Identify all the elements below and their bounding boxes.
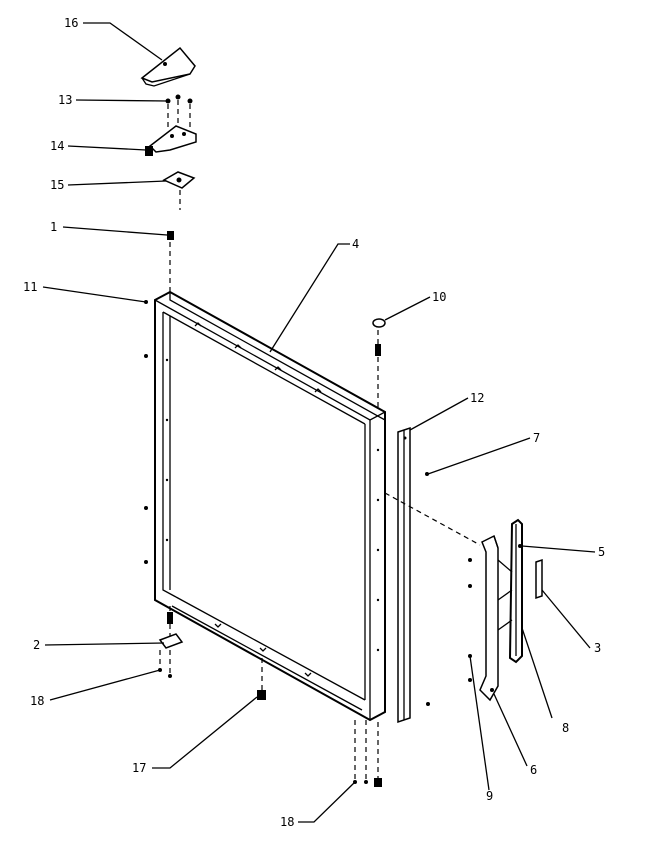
part-label-9: 9 [486, 789, 493, 803]
part-label-16: 16 [64, 16, 78, 30]
side-trim-part [397, 426, 430, 724]
hinge-cover-part [140, 46, 196, 87]
part-label-8: 8 [562, 721, 569, 735]
bottom-screws-part [353, 720, 382, 787]
lower-hinge-part [158, 606, 184, 678]
part-label-7: 7 [533, 431, 540, 445]
handle-part [468, 534, 499, 702]
handle-insert-part [497, 518, 523, 664]
part-label-12: 12 [470, 391, 484, 405]
hinge-bracket-part [145, 125, 197, 156]
hinge-plate-part [162, 171, 196, 210]
part-label-3: 3 [594, 641, 601, 655]
part-label-4: 4 [352, 237, 359, 251]
part-label-17: 17 [132, 761, 146, 775]
part-labels: 16 13 14 15 1 11 4 10 12 7 5 3 8 6 9 2 1… [23, 16, 605, 829]
part-label-1: 1 [50, 220, 57, 234]
hinge-pin-part [167, 231, 174, 292]
alignment-line [384, 492, 481, 546]
part-label-5: 5 [598, 545, 605, 559]
top-screw-part [372, 318, 386, 408]
part-label-2: 2 [33, 638, 40, 652]
frame-screws-part [144, 300, 148, 564]
part-label-13: 13 [58, 93, 72, 107]
part-label-11: 11 [23, 280, 37, 294]
door-stop-part [257, 658, 266, 700]
door-frame-part [154, 290, 386, 722]
part-label-18-left: 18 [30, 694, 44, 708]
part-label-15: 15 [50, 178, 64, 192]
leader-lines [42, 22, 596, 823]
part-label-6: 6 [530, 763, 537, 777]
part-label-18-bottom: 18 [280, 815, 294, 829]
part-label-14: 14 [50, 139, 64, 153]
hinge-screws-part [165, 94, 193, 132]
clip-part [535, 558, 543, 600]
part-label-10: 10 [432, 290, 446, 304]
